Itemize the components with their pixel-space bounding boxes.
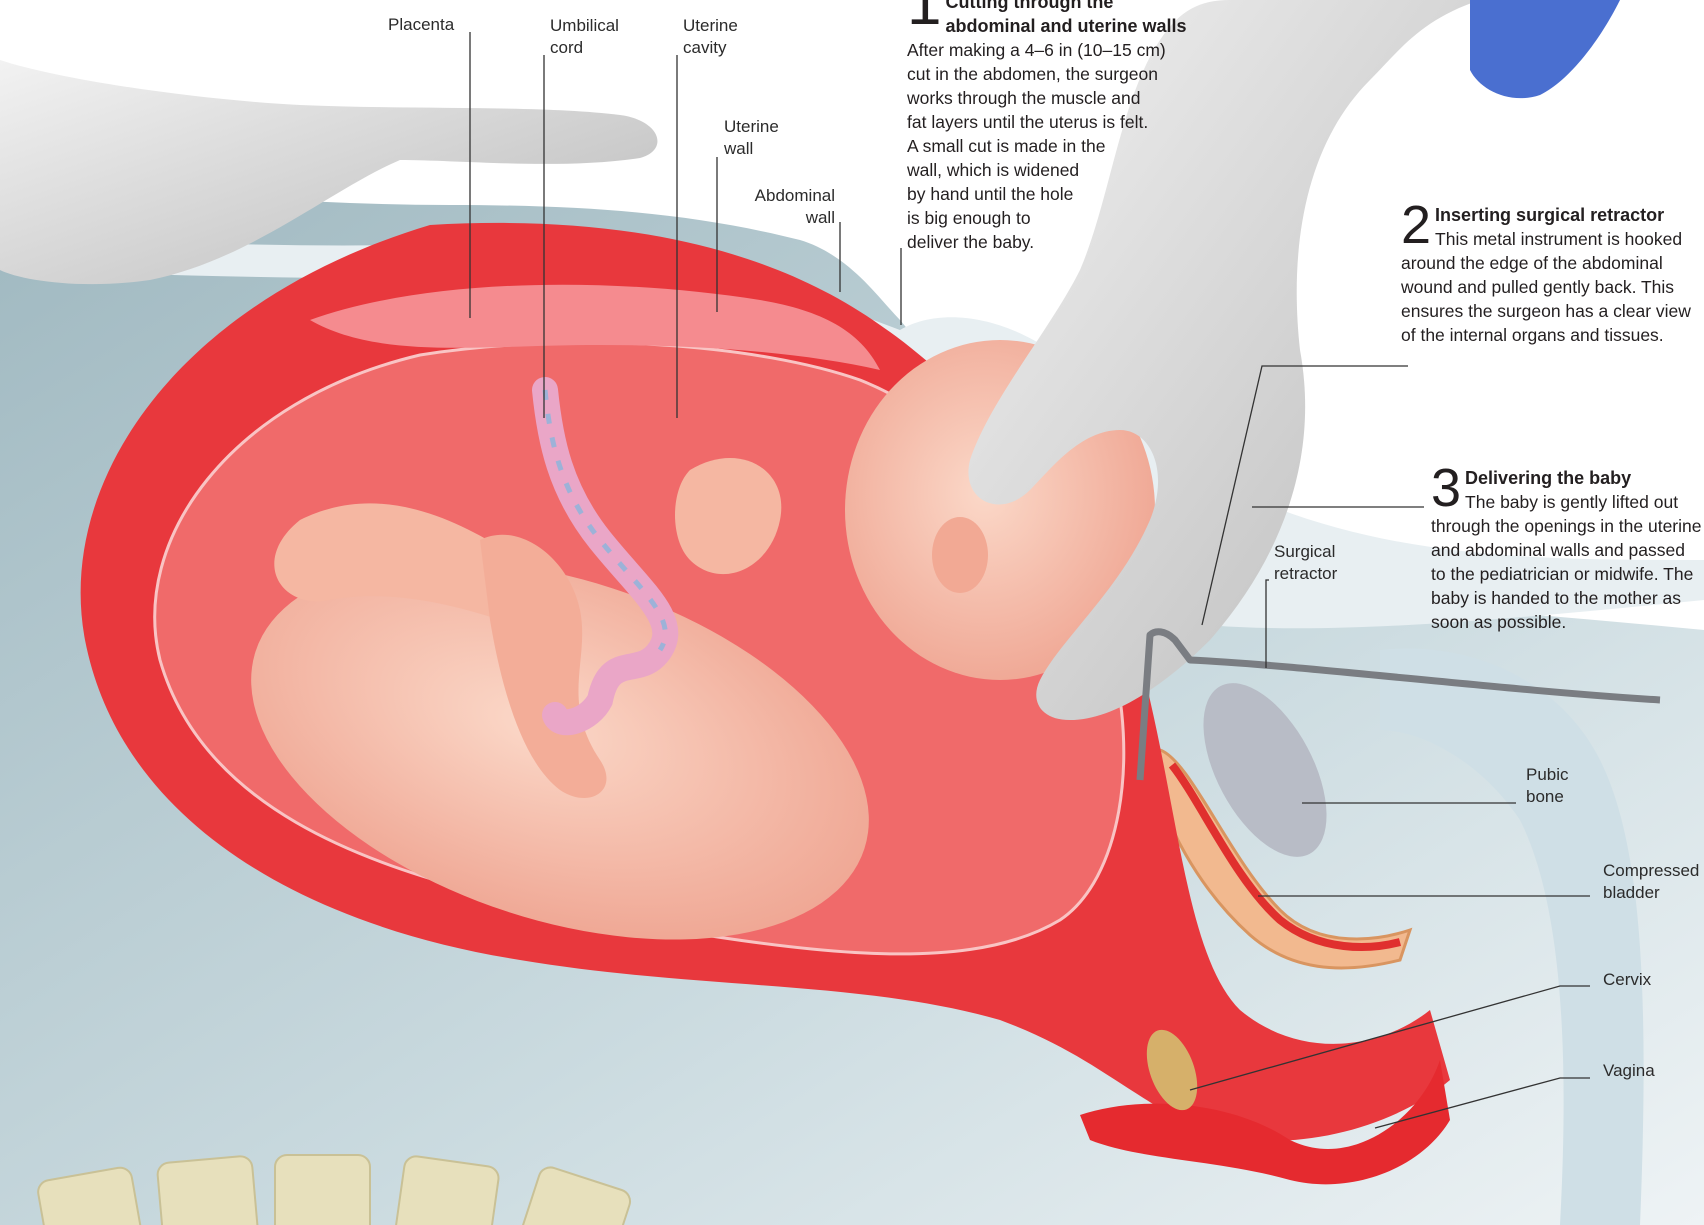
blue-sleeve — [1470, 0, 1620, 98]
step-1-line8: is big enough to — [907, 206, 1207, 230]
label-compressed-bladder: Compressed bladder — [1603, 860, 1699, 904]
label-compressed-bladder-line2: bladder — [1603, 882, 1699, 904]
step-1-number: 1 — [907, 0, 941, 26]
step-2-title: Inserting surgical retractor — [1435, 205, 1664, 225]
label-abdominal-wall: Abdominal wall — [740, 185, 835, 229]
step-3-text: The baby is gently lifted out through th… — [1431, 492, 1701, 632]
step-3-title: Delivering the baby — [1465, 468, 1631, 488]
label-surgical-retractor: Surgical retractor — [1274, 541, 1337, 585]
step-1-line2: cut in the abdomen, the surgeon — [907, 62, 1207, 86]
label-uterine-wall: Uterine wall — [724, 116, 779, 160]
step-1-title-line2: abdominal and uterine walls — [907, 14, 1207, 38]
step-3-number: 3 — [1431, 468, 1461, 508]
label-placenta: Placenta — [388, 14, 454, 36]
step-1-line4: fat layers until the uterus is felt. — [907, 110, 1207, 134]
step-1-line9: deliver the baby. — [907, 230, 1207, 254]
step-2-number: 2 — [1401, 205, 1431, 245]
label-vagina: Vagina — [1603, 1060, 1655, 1082]
step-1-line3: works through the muscle and — [907, 86, 1207, 110]
label-pubic-bone-line1: Pubic — [1526, 764, 1569, 786]
step-1-line6: wall, which is widened — [907, 158, 1207, 182]
step-1-line1: After making a 4–6 in (10–15 cm) — [907, 38, 1207, 62]
label-uterine-wall-line2: wall — [724, 138, 779, 160]
label-compressed-bladder-line1: Compressed — [1603, 860, 1699, 882]
step-1: 1 Cutting through the abdominal and uter… — [907, 0, 1207, 254]
step-2: 2 Inserting surgical retractor This meta… — [1401, 203, 1704, 347]
label-pubic-bone-line2: bone — [1526, 786, 1569, 808]
step-1-title-line1: Cutting through the — [907, 0, 1207, 14]
label-umbilical-cord: Umbilical cord — [550, 15, 619, 59]
label-umbilical-cord-line2: cord — [550, 37, 619, 59]
label-uterine-cavity: Uterine cavity — [683, 15, 738, 59]
step-2-text: This metal instrument is hooked around t… — [1401, 229, 1691, 345]
label-surgical-retractor-line1: Surgical — [1274, 541, 1337, 563]
step-3: 3 Delivering the baby The baby is gently… — [1431, 466, 1704, 634]
label-abdominal-wall-line2: wall — [740, 207, 835, 229]
label-surgical-retractor-line2: retractor — [1274, 563, 1337, 585]
label-pubic-bone: Pubic bone — [1526, 764, 1569, 808]
label-abdominal-wall-line1: Abdominal — [740, 185, 835, 207]
label-uterine-wall-line1: Uterine — [724, 116, 779, 138]
step-1-line5: A small cut is made in the — [907, 134, 1207, 158]
label-uterine-cavity-line2: cavity — [683, 37, 738, 59]
label-umbilical-cord-line1: Umbilical — [550, 15, 619, 37]
label-cervix: Cervix — [1603, 969, 1651, 991]
label-uterine-cavity-line1: Uterine — [683, 15, 738, 37]
step-1-line7: by hand until the hole — [907, 182, 1207, 206]
